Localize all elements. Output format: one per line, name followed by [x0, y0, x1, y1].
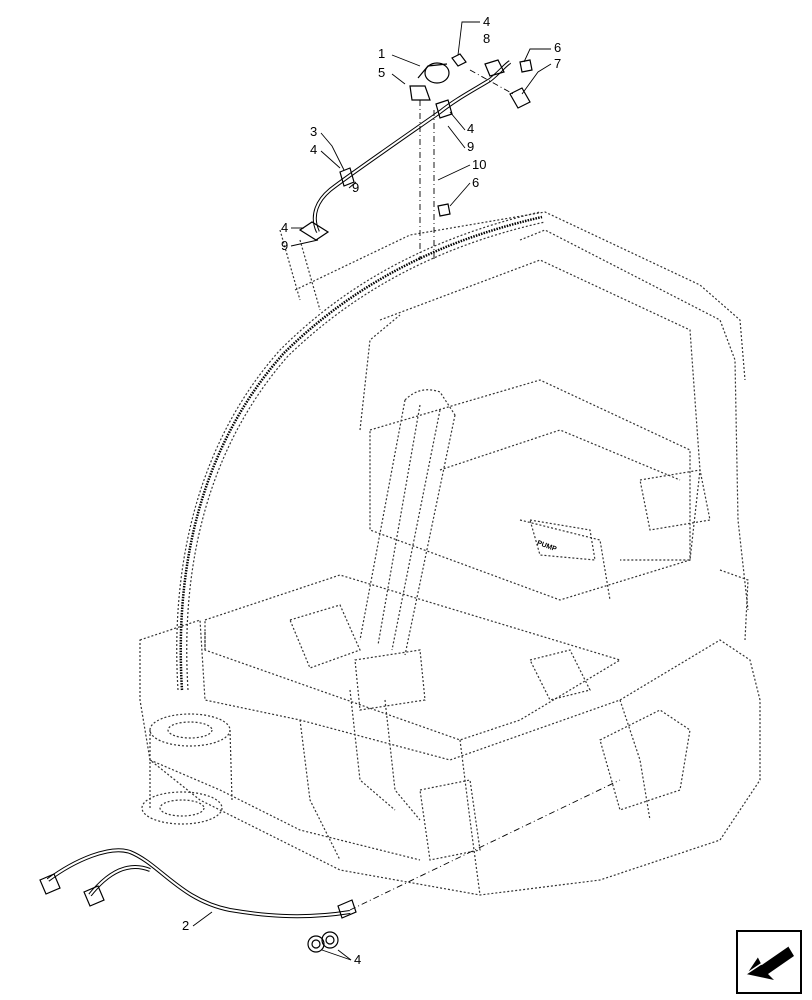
callout-4: 4 — [354, 952, 361, 967]
arrow-left-down-icon — [745, 945, 794, 980]
callout-4: 4 — [310, 142, 317, 157]
machine-frame — [139, 211, 761, 896]
callout-6: 6 — [472, 175, 479, 190]
callout-4: 4 — [467, 121, 474, 136]
callout-9: 9 — [281, 238, 288, 253]
callout-4: 4 — [483, 14, 490, 29]
callout-6: 6 — [554, 40, 561, 55]
callout-10: 10 — [472, 157, 486, 172]
callout-8: 8 — [483, 31, 490, 46]
callout-4: 4 — [281, 220, 288, 235]
rail-texture — [179, 215, 543, 691]
plate-label: PUMP — [536, 540, 558, 554]
navigation-button[interactable] — [736, 930, 802, 994]
upper-harness — [298, 53, 533, 241]
callout-1: 1 — [378, 46, 385, 61]
callouts: 1 5 4 8 6 7 4 9 3 4 9 10 6 4 9 2 4 — [182, 14, 561, 967]
callout-9: 9 — [467, 139, 474, 154]
lower-harness — [39, 848, 357, 953]
callout-5: 5 — [378, 65, 385, 80]
callout-7: 7 — [554, 56, 561, 71]
leader-lines — [192, 21, 552, 961]
assembly-lines — [349, 69, 621, 911]
callout-2: 2 — [182, 918, 189, 933]
callout-9: 9 — [352, 180, 359, 195]
callout-3: 3 — [310, 124, 317, 139]
